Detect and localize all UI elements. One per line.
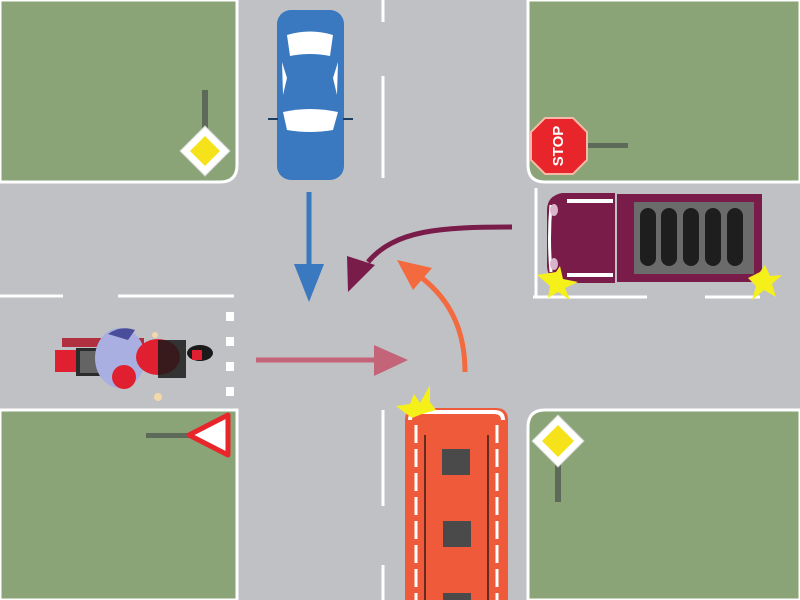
blue-car-arrow — [294, 192, 324, 302]
truck-arrow — [347, 224, 513, 292]
bus-turn-signal — [396, 385, 436, 418]
truck-turn-signal-rear — [748, 265, 782, 300]
priority-road-sign-top-left — [179, 90, 231, 177]
lane-markings — [0, 0, 760, 600]
give-way-line — [226, 312, 234, 396]
blue-car — [268, 10, 353, 180]
maroon-truck — [547, 193, 762, 283]
red-bus — [405, 408, 508, 600]
grass-top-right — [526, 0, 800, 184]
yield-sign — [146, 412, 231, 458]
grass-bottom-right — [526, 408, 800, 600]
priority-road-sign-bottom-right — [531, 414, 585, 502]
bus-arrow — [397, 260, 468, 373]
truck-turn-signal-front — [537, 266, 578, 300]
motorcycle-arrow — [256, 345, 408, 376]
grass-top-left — [0, 0, 239, 184]
grass-bottom-left — [0, 408, 239, 600]
stop-sign: STOP — [530, 117, 628, 175]
svg-text:STOP: STOP — [550, 126, 567, 167]
motorcycle — [55, 328, 213, 401]
